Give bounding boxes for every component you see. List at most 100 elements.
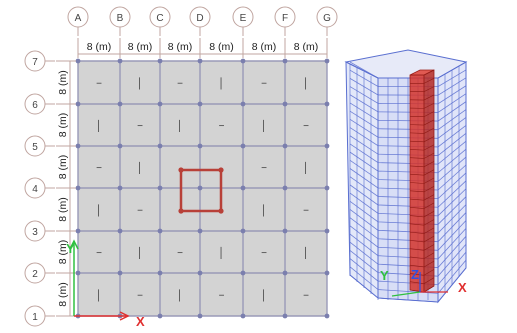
- slab-panel-mark: −: [303, 121, 309, 132]
- plan-node: [117, 228, 123, 234]
- 3d-axis-triad: X Y Z: [380, 267, 467, 297]
- plan-node: [324, 143, 330, 149]
- svg-text:D: D: [196, 13, 203, 24]
- core-floor-line: [409, 86, 435, 92]
- slab-panel-mark: │: [218, 77, 224, 91]
- bay-dimension-label: 8 (m): [57, 155, 69, 180]
- plan-node: [197, 101, 203, 107]
- column-bubble-b: B: [109, 6, 131, 36]
- plan-node: [75, 228, 81, 234]
- plan-node: [240, 270, 246, 276]
- slab-panel-mark: │: [261, 204, 267, 218]
- column-bubble-d: D: [189, 6, 211, 36]
- bay-dimension-label: 8 (m): [128, 41, 153, 53]
- plan-node: [197, 58, 203, 64]
- slab-panel-mark: −: [177, 79, 183, 90]
- core-wall-plan: [179, 168, 223, 213]
- slab-panel-mark: −: [303, 291, 309, 302]
- slab-panel-mark: −: [261, 79, 267, 90]
- core-floor-line: [409, 119, 435, 126]
- svg-text:F: F: [282, 13, 288, 24]
- slab-panel-mark: │: [96, 119, 102, 133]
- core-floor-line: [409, 78, 435, 84]
- svg-text:1: 1: [32, 312, 38, 323]
- model-left-face: [345, 61, 379, 300]
- row-bubble-3: 3: [24, 220, 55, 242]
- row-bubble-4: 4: [24, 177, 55, 199]
- slab-panel-mark: −: [303, 206, 309, 217]
- slab-panel-mark: −: [137, 206, 143, 217]
- plan-node: [75, 58, 81, 64]
- column-bubble-g: G: [316, 6, 338, 36]
- svg-text:4: 4: [32, 184, 38, 195]
- column-bubble-a: A: [67, 6, 89, 36]
- plan-node: [282, 101, 288, 107]
- core-floor-line: [409, 244, 435, 251]
- slab-panel-mark: │: [177, 289, 183, 303]
- column-bubble-f: F: [274, 6, 296, 36]
- slab-panel-mark: −: [96, 79, 102, 90]
- plan-node: [324, 101, 330, 107]
- plan-node: [282, 228, 288, 234]
- plan-node: [324, 58, 330, 64]
- plan-node: [117, 143, 123, 149]
- bay-dimension-label: 8 (m): [87, 41, 112, 53]
- plan-node: [282, 185, 288, 191]
- plan-node: [75, 185, 81, 191]
- core-floor-line: [409, 152, 435, 159]
- svg-text:E: E: [240, 13, 247, 24]
- plan-node: [197, 185, 203, 191]
- core-floor-line: [409, 102, 435, 109]
- left-dimension-line: 8 (m)8 (m)8 (m)8 (m)8 (m)8 (m): [56, 60, 76, 317]
- core-floor-line: [409, 136, 435, 143]
- plan-node: [197, 228, 203, 234]
- plan-node: [324, 228, 330, 234]
- core-floor-line: [409, 269, 435, 276]
- column-bubble-e: E: [232, 6, 254, 36]
- core-shear-wall-3d: [409, 69, 435, 293]
- svg-text:G: G: [323, 13, 331, 24]
- column-bubble-c: C: [149, 6, 171, 36]
- plan-axis-triad: X Y: [66, 239, 145, 329]
- core-floor-line: [409, 252, 435, 259]
- slab-panel-mark: −: [96, 248, 102, 259]
- plan-node: [282, 143, 288, 149]
- row-bubble-5: 5: [24, 135, 55, 157]
- bay-dimension-label: 8 (m): [168, 41, 193, 53]
- bay-dimension-label: 8 (m): [57, 282, 69, 307]
- svg-text:C: C: [156, 13, 163, 24]
- core-floor-line: [409, 260, 435, 268]
- svg-text:3: 3: [32, 227, 38, 238]
- plan-node: [282, 270, 288, 276]
- plan-node: [282, 58, 288, 64]
- slab-panel-mark: −: [261, 248, 267, 259]
- core-floor-line: [409, 111, 435, 118]
- core-floor-line: [409, 177, 435, 184]
- plan-node: [117, 185, 123, 191]
- plan-node: [75, 101, 81, 107]
- plan-node: [197, 270, 203, 276]
- 3d-axis-z-label: Z: [411, 267, 419, 282]
- slab-panel-mark: −: [137, 121, 143, 132]
- core-floor-line: [409, 202, 435, 209]
- plan-node: [324, 185, 330, 191]
- slab-panel-mark: −: [261, 163, 267, 174]
- plan-node: [240, 58, 246, 64]
- plan-node: [157, 101, 163, 107]
- plan-node: [117, 270, 123, 276]
- core-floor-line: [409, 235, 435, 243]
- bay-dimension-label: 8 (m): [57, 240, 69, 265]
- 3d-frame-model: X Y Z: [344, 49, 468, 304]
- core-floor-line: [409, 277, 435, 284]
- bay-dimension-label: 8 (m): [57, 197, 69, 222]
- slab-panel-mark: │: [303, 161, 309, 175]
- core-floor-line: [409, 194, 435, 201]
- plan-node: [117, 58, 123, 64]
- bay-dimension-label: 8 (m): [294, 41, 319, 53]
- plan-node: [324, 270, 330, 276]
- plan-axis-y-label: Y: [66, 241, 75, 256]
